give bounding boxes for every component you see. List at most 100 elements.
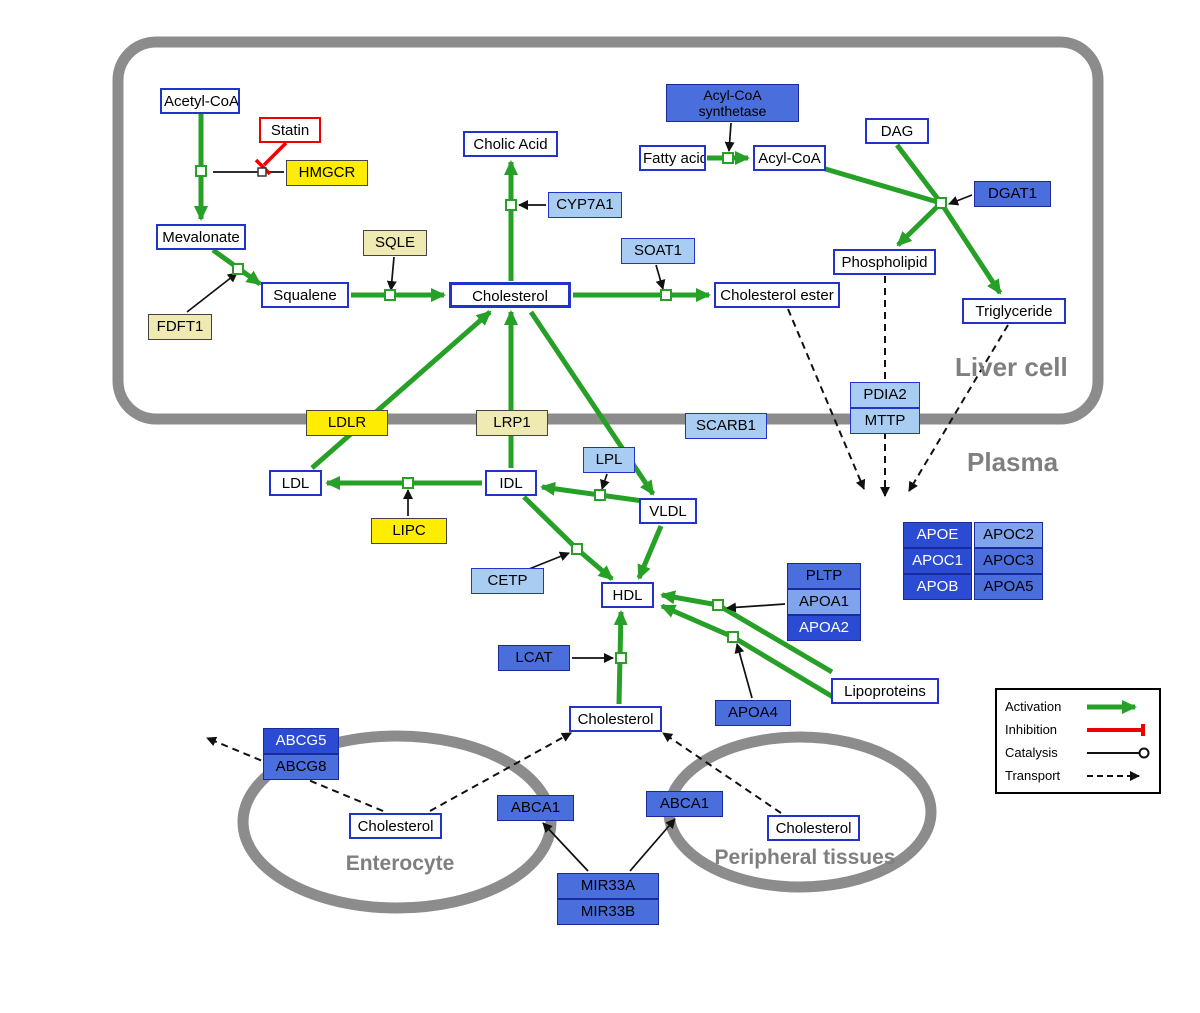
transport-dashed-arrow-icon [1087, 770, 1140, 781]
node-squalene[interactable]: Squalene [261, 282, 349, 308]
node-lipc[interactable]: LIPC [371, 518, 447, 544]
reaction-node [615, 652, 627, 664]
node-apob[interactable]: APOB [903, 574, 972, 600]
node-hmgcr[interactable]: HMGCR [286, 160, 368, 186]
enterocyte-membrane [237, 730, 557, 914]
legend-activation-label: Activation [1005, 699, 1062, 714]
inhibition-tbar-icon [1087, 723, 1145, 736]
node-apoc1[interactable]: APOC1 [903, 548, 972, 574]
catalysis-port-node [257, 167, 267, 177]
node-dgat1[interactable]: DGAT1 [974, 181, 1051, 207]
node-hdl[interactable]: HDL [601, 582, 654, 608]
edge-vldl-idl [540, 481, 644, 504]
node-apoa1[interactable]: APOA1 [787, 589, 861, 615]
node-acyl-coa-synthetase[interactable]: Acyl-CoA synthetase [666, 84, 799, 122]
node-sqle[interactable]: SQLE [363, 230, 427, 256]
node-fdft1[interactable]: FDFT1 [148, 314, 212, 340]
node-mttp[interactable]: MTTP [850, 408, 920, 434]
legend-transport-label: Transport [1005, 768, 1061, 783]
legend-catalysis-label: Catalysis [1005, 745, 1058, 760]
node-fatty-acid[interactable]: Fatty acid [639, 145, 706, 171]
liver-cell-label: Liver cell [955, 352, 1068, 382]
edge-junction-triglyceride [938, 201, 1003, 295]
node-ldl[interactable]: LDL [269, 470, 322, 496]
edge-triglyceride-plasma [908, 324, 1009, 492]
edge-fdft1-catalysis [186, 272, 238, 313]
node-pdia2[interactable]: PDIA2 [850, 382, 920, 408]
node-statin[interactable]: Statin [259, 117, 321, 143]
node-cyp7a1[interactable]: CYP7A1 [548, 192, 622, 218]
edge-dag-junction [895, 143, 943, 205]
node-abca1-peripheral[interactable]: ABCA1 [646, 791, 723, 817]
node-ldlr[interactable]: LDLR [306, 410, 388, 436]
node-mir33a[interactable]: MIR33A [557, 873, 659, 899]
node-cholesterol-peripheral[interactable]: Cholesterol [767, 815, 860, 841]
node-abcg5[interactable]: ABCG5 [263, 728, 339, 754]
node-cholesterol-plasma[interactable]: Cholesterol [569, 706, 662, 732]
legend: Activation Inhibition Catalysis Transpor… [995, 688, 1161, 794]
reaction-node [402, 477, 414, 489]
node-phospholipid[interactable]: Phospholipid [833, 249, 936, 275]
node-scarb1[interactable]: SCARB1 [685, 413, 767, 439]
legend-catalysis: Catalysis [1005, 741, 1151, 764]
reaction-node [727, 631, 739, 643]
node-cholesterol-enterocyte[interactable]: Cholesterol [349, 813, 442, 839]
node-lipoproteins[interactable]: Lipoproteins [831, 678, 939, 704]
legend-transport: Transport [1005, 764, 1151, 787]
node-mir33b[interactable]: MIR33B [557, 899, 659, 925]
enterocyte-label: Enterocyte [345, 852, 455, 875]
edge-idl-hdl-via-cetp [522, 495, 614, 581]
reaction-node [660, 289, 672, 301]
catalysis-circle-icon [1087, 747, 1150, 758]
node-apoc2[interactable]: APOC2 [974, 522, 1043, 548]
catalysis-edges [186, 122, 973, 872]
node-lcat[interactable]: LCAT [498, 645, 570, 671]
edge-lpl-catalysis [600, 473, 610, 490]
node-lrp1[interactable]: LRP1 [476, 410, 548, 436]
node-abcg8[interactable]: ABCG8 [263, 754, 339, 780]
node-triglyceride[interactable]: Triglyceride [962, 298, 1066, 324]
node-idl[interactable]: IDL [485, 470, 537, 496]
edge-vldl-hdl [636, 525, 664, 580]
node-lpl[interactable]: LPL [583, 447, 635, 473]
reaction-node [935, 197, 947, 209]
node-apoc3[interactable]: APOC3 [974, 548, 1043, 574]
node-apoa4[interactable]: APOA4 [715, 700, 791, 726]
legend-inhibition: Inhibition [1005, 718, 1151, 741]
liver-cell-membrane [112, 36, 1104, 425]
reaction-node [571, 543, 583, 555]
node-cholic-acid[interactable]: Cholic Acid [463, 131, 558, 157]
edge-soat1-catalysis [655, 264, 666, 290]
edge-cholesterolester-plasma [787, 308, 866, 490]
inhibition-edge-statin [254, 141, 288, 176]
legend-activation: Activation [1005, 695, 1151, 718]
node-pltp[interactable]: PLTP [787, 563, 861, 589]
edge-sqle-catalysis [386, 256, 397, 291]
node-cholesterol-ester[interactable]: Cholesterol ester [714, 282, 840, 308]
edge-enterocyte-cholesterol-abca1 [429, 732, 572, 812]
reaction-node [384, 289, 396, 301]
node-apoe[interactable]: APOE [903, 522, 972, 548]
node-acetyl-coa[interactable]: Acetyl-CoA [160, 88, 240, 114]
reaction-node [594, 489, 606, 501]
node-apoa5[interactable]: APOA5 [974, 574, 1043, 600]
edge-apoa4-catalysis [734, 643, 753, 699]
edge-enterocyte-cholesterol-abcg58 [206, 736, 384, 812]
node-vldl[interactable]: VLDL [639, 498, 697, 524]
node-abca1-enterocyte[interactable]: ABCA1 [497, 795, 574, 821]
node-acyl-coa[interactable]: Acyl-CoA [753, 145, 826, 171]
node-cholesterol-liver[interactable]: Cholesterol [449, 282, 571, 308]
node-dag[interactable]: DAG [865, 118, 929, 144]
edge-apoa-stack-catalysis [726, 602, 786, 613]
node-mevalonate[interactable]: Mevalonate [156, 224, 246, 250]
node-cetp[interactable]: CETP [471, 568, 544, 594]
edge-mir33-abca1-right [629, 818, 676, 872]
plasma-label: Plasma [967, 447, 1059, 477]
node-apoa2[interactable]: APOA2 [787, 615, 861, 641]
reaction-node [722, 152, 734, 164]
node-soat1[interactable]: SOAT1 [621, 238, 695, 264]
reaction-node [505, 199, 517, 211]
reaction-nodes [195, 152, 947, 664]
edge-junction-phospholipid [896, 201, 943, 247]
